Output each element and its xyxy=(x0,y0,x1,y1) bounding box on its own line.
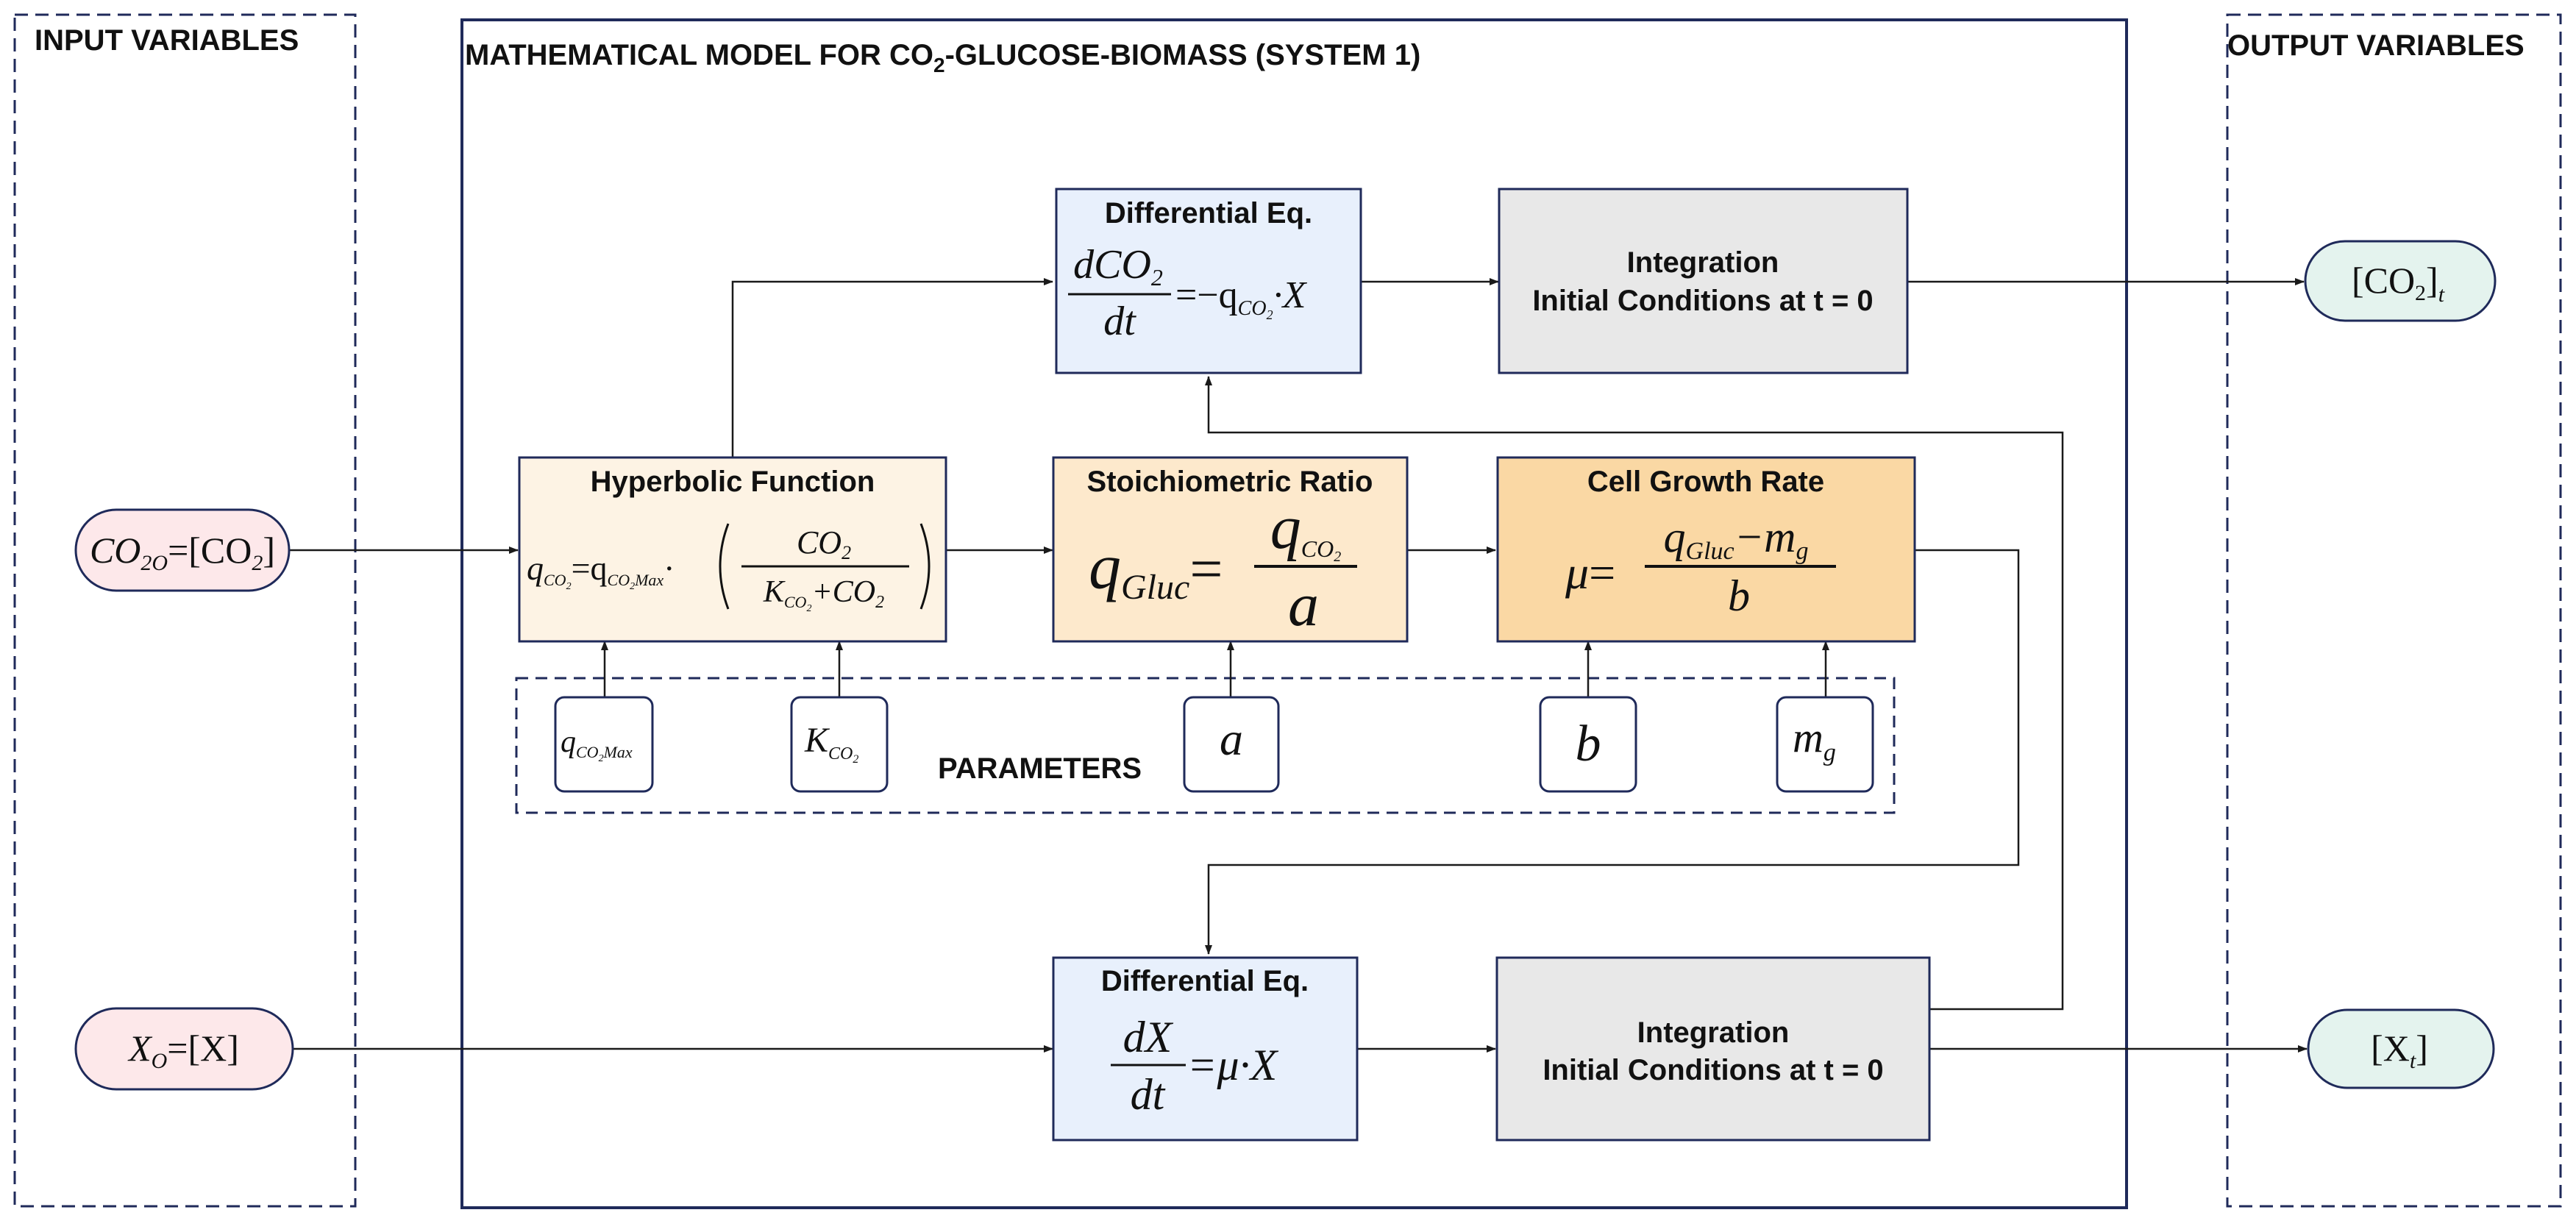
stoich-lhs: qGluc= xyxy=(1089,532,1223,607)
param-b-label: b xyxy=(1576,716,1601,772)
integration-x-box: Integration Initial Conditions at t = 0 xyxy=(1495,956,1931,1142)
diff-eq-x-numerator: dX xyxy=(1123,1013,1174,1061)
diff-eq-co2-rhs: =−qCO2·X xyxy=(1175,274,1308,322)
diff-eq-x-box: Differential Eq. dX dt =μ·X xyxy=(1052,956,1359,1142)
param-k-box: KCO2 xyxy=(790,696,889,793)
arrow-feedback-x-to-diff-co2 xyxy=(1205,376,2064,1011)
stoich-title: Stoichiometric Ratio xyxy=(1087,466,1373,498)
param-k-label: KCO2 xyxy=(804,721,858,766)
model-panel-title: MATHEMATICAL MODEL FOR CO2-GLUCOSE-BIOMA… xyxy=(465,39,1420,76)
stoich-denominator: a xyxy=(1288,571,1319,639)
growth-title: Cell Growth Rate xyxy=(1587,466,1824,498)
param-a-box: a xyxy=(1183,696,1280,793)
output-co2-node: [CO2]t xyxy=(2304,240,2497,322)
integration-co2-line2: Initial Conditions at t = 0 xyxy=(1532,285,1873,317)
diff-eq-x-denominator: dt xyxy=(1131,1070,1166,1119)
parameters-group: PARAMETERS xyxy=(515,677,1896,814)
diff-eq-co2-numerator: dCO2 xyxy=(1073,242,1163,291)
output-panel-title: OUTPUT VARIABLES xyxy=(2227,29,2525,62)
input-panel-title: INPUT VARIABLES xyxy=(35,24,299,57)
diff-eq-co2-title: Differential Eq. xyxy=(1105,197,1312,229)
growth-denominator: b xyxy=(1728,572,1750,620)
hyperbolic-frac-denominator: KCO2+CO2 xyxy=(763,575,884,614)
param-mg-box: mg xyxy=(1776,696,1874,793)
diff-eq-x-title: Differential Eq. xyxy=(1101,965,1309,997)
growth-numerator: qGluc−mg xyxy=(1664,513,1809,565)
integration-co2-box: Integration Initial Conditions at t = 0 xyxy=(1498,188,1909,374)
diff-eq-co2-box: Differential Eq. dCO2 dt =−qCO2·X xyxy=(1055,188,1362,374)
cell-growth-rate-box: Cell Growth Rate μ= qGluc−mg b xyxy=(1496,456,1916,643)
hyperbolic-function-box: Hyperbolic Function qCO2=qCO2Max· CO2 KC… xyxy=(518,456,947,643)
hyperbolic-title: Hyperbolic Function xyxy=(591,466,875,498)
input-variables-panel: INPUT VARIABLES xyxy=(13,13,357,1208)
param-mg-label: mg xyxy=(1793,713,1836,766)
integration-x-line2: Initial Conditions at t = 0 xyxy=(1543,1054,1883,1086)
connectors xyxy=(289,278,2308,1053)
integration-co2-line1: Integration xyxy=(1627,246,1779,279)
input-co2-node: CO2O=[CO2] xyxy=(74,508,291,592)
hyperbolic-frac-numerator: CO2 xyxy=(797,524,851,563)
stoich-numerator: qCO2 xyxy=(1270,494,1341,565)
integration-x-line1: Integration xyxy=(1637,1016,1790,1049)
param-qmax-box: qCO2Max xyxy=(554,696,654,793)
parameters-label: PARAMETERS xyxy=(938,752,1142,785)
hyperbolic-lhs: qCO2=qCO2Max· xyxy=(527,549,675,592)
param-qmax-label: qCO2Max xyxy=(561,725,633,764)
param-b-box: b xyxy=(1539,696,1637,793)
input-co2-label: CO2O=[CO2] xyxy=(90,530,275,575)
model-panel: MATHEMATICAL MODEL FOR CO2-GLUCOSE-BIOMA… xyxy=(460,18,2128,1209)
param-a-label: a xyxy=(1220,713,1243,765)
input-x-node: XO=[X] xyxy=(74,1007,294,1091)
output-variables-panel: OUTPUT VARIABLES xyxy=(2226,13,2562,1208)
input-x-label: XO=[X] xyxy=(127,1028,239,1073)
output-x-node: [Xt] xyxy=(2307,1008,2495,1089)
output-x-label: [Xt] xyxy=(2371,1028,2428,1073)
arrow-growth-to-diff-x xyxy=(1205,549,2020,955)
diff-eq-x-rhs: =μ·X xyxy=(1187,1041,1279,1089)
stoichiometric-ratio-box: Stoichiometric Ratio qGluc= qCO2 a xyxy=(1052,456,1409,643)
output-co2-label: [CO2]t xyxy=(2352,260,2445,307)
growth-lhs: μ= xyxy=(1565,546,1615,599)
diff-eq-co2-denominator: dt xyxy=(1103,299,1136,344)
arrow-hyperbolic-to-diff-co2 xyxy=(731,278,1053,457)
